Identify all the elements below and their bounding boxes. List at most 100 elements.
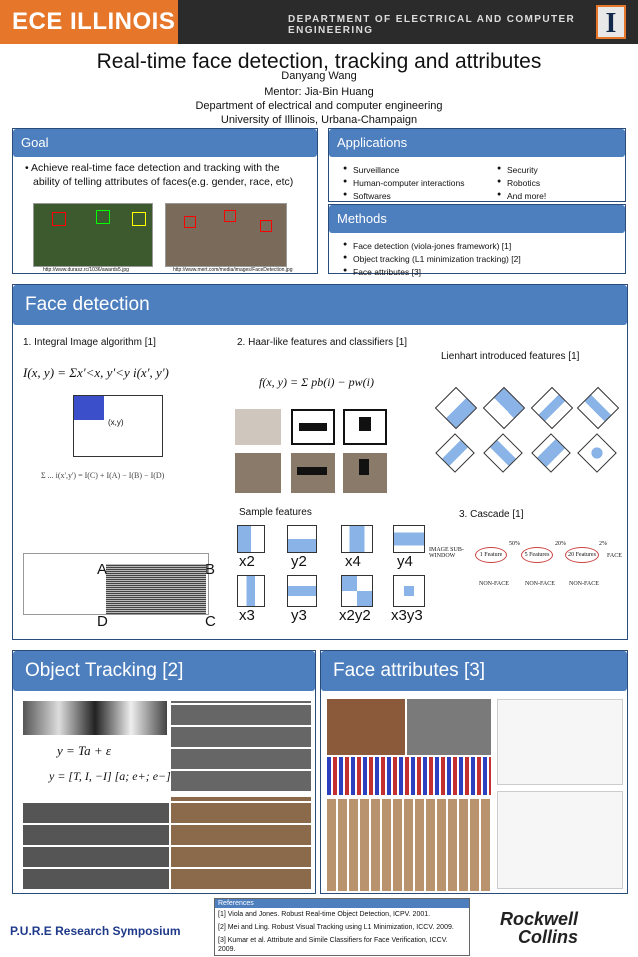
corner-b: B: [205, 561, 216, 578]
face-sample: [235, 409, 281, 445]
haar-formula: f(x, y) = Σ pb(i) − pw(i): [259, 375, 374, 389]
cascade-input: IMAGE SUB-WINDOW: [429, 547, 464, 559]
tracking-sequence-face: [171, 701, 311, 791]
symposium-label: P.U.R.E Research Symposium: [10, 924, 181, 938]
cascade-nonface: NON-FACE: [569, 581, 599, 587]
lienhart-features: [433, 385, 623, 475]
applications-panel: Applications Surveillance Human-computer…: [328, 128, 626, 202]
cascade-pct: 2%: [599, 541, 607, 547]
feature-y4: [393, 525, 425, 553]
abcd-diagram: [23, 553, 209, 615]
sample-features-label: Sample features: [239, 507, 312, 518]
face-box-icon: [132, 212, 146, 226]
feature-label: x4: [345, 553, 361, 570]
feature-label: x3y3: [391, 607, 423, 624]
illinois-i-logo: I: [596, 5, 626, 39]
template-strip: [23, 701, 167, 735]
face-box-icon: [260, 220, 272, 232]
corner-d: D: [97, 613, 108, 630]
cascade-face: FACE: [607, 553, 622, 559]
face-box-icon: [184, 216, 196, 228]
corner-a: A: [97, 561, 108, 578]
cascade-stage: 5 Features: [521, 547, 553, 563]
face-photo: [291, 453, 335, 493]
feature-label: y2: [291, 553, 307, 570]
references-title: References: [215, 899, 469, 908]
methods-title: Methods: [329, 205, 625, 233]
feature-label: x2y2: [339, 607, 371, 624]
feature-x2: [237, 525, 265, 553]
list-item: Robotics: [497, 178, 546, 188]
rotated-feature: [531, 433, 571, 473]
department: Department of electrical and computer en…: [195, 100, 443, 112]
goal-panel: Goal • Achieve real-time face detection …: [12, 128, 318, 274]
tracking-sequence-person: [171, 797, 311, 889]
verification-pipeline-diagram: [497, 791, 623, 889]
lienhart-label: Lienhart introduced features [1]: [441, 351, 580, 362]
integral-image-label: 1. Integral Image algorithm [1]: [23, 337, 156, 348]
haar-label: 2. Haar-like features and classifiers [1…: [237, 337, 408, 348]
rotated-feature: [435, 433, 475, 473]
cascade-stage: 20 Features: [565, 547, 599, 563]
abcd-region: [106, 564, 206, 614]
tracking-sequence-car: [23, 801, 169, 889]
feature-label: y4: [397, 553, 413, 570]
xy-label: (x,y): [108, 418, 124, 427]
haar-bar: [359, 417, 371, 431]
cascade-label: 3. Cascade [1]: [459, 509, 524, 520]
photo-url-2: http://www.mert.com/media/images/FaceDet…: [173, 267, 293, 273]
haar-overlay: [359, 459, 369, 475]
rotated-feature: [434, 386, 478, 430]
integral-region: [74, 396, 104, 420]
attribute-face-photo: [407, 699, 491, 755]
applications-list-left: Surveillance Human-computer interactions…: [343, 165, 465, 204]
attribute-pipeline-diagram: [497, 699, 623, 785]
object-tracking-title: Object Tracking [2]: [13, 651, 315, 691]
applications-list-right: Security Robotics And more!: [497, 165, 546, 204]
face-detection-title: Face detection: [13, 285, 627, 325]
goal-text: • Achieve real-time face detection and t…: [25, 162, 294, 188]
goal-title: Goal: [13, 129, 317, 157]
applications-title: Applications: [329, 129, 625, 157]
integral-formula: I(x, y) = Σx'<x, y'<y i(x', y'): [23, 365, 169, 380]
list-item: Softwares: [343, 191, 465, 201]
feature-x2y2: [341, 575, 373, 607]
sum-formula: Σ ... i(x',y') = I(C) + I(A) − I(B) − I(…: [41, 471, 165, 480]
department-banner: DEPARTMENT OF ELECTRICAL AND COMPUTER EN…: [288, 14, 576, 36]
cascade-pct: 50%: [509, 541, 520, 547]
reference-item: [2] Mei and Ling. Robust Visual Tracking…: [218, 924, 454, 931]
reference-item: [3] Kumar et al. Attribute and Simile Cl…: [218, 937, 448, 953]
list-item: And more!: [497, 191, 546, 201]
university: University of Illinois, Urbana-Champaign: [220, 114, 418, 126]
photo-url-1: http://www.durasz.rc/1036/awards5.jpg: [43, 267, 129, 273]
rotated-feature: [483, 433, 523, 473]
face-box-icon: [52, 212, 66, 226]
poster-title: Real-time face detection, tracking and a…: [96, 50, 542, 73]
feature-x3y3: [393, 575, 425, 607]
methods-panel: Methods Face detection (viola-jones fram…: [328, 204, 626, 277]
family-photo: [165, 203, 287, 267]
reference-item: [1] Viola and Jones. Robust Real-time Ob…: [218, 911, 431, 918]
face-detection-panel: Face detection 1. Integral Image algorit…: [12, 284, 628, 640]
list-item: Face attributes [3]: [343, 267, 521, 277]
cascade-pct: 20%: [555, 541, 566, 547]
cascade-diagram: IMAGE SUB-WINDOW 1 Feature 5 Features 20…: [429, 541, 625, 601]
mentor: Mentor: Jia-Bin Huang: [264, 86, 374, 98]
rockwell-collins-logo: Rockwell Collins: [500, 910, 578, 946]
haar-overlay: [297, 467, 327, 475]
face-photo: [235, 453, 281, 493]
rotated-feature: [482, 386, 526, 430]
sponsor-line-2: Collins: [518, 927, 579, 947]
cascade-nonface: NON-FACE: [479, 581, 509, 587]
sponsor-line-1: Rockwell: [500, 909, 579, 929]
list-item: Object tracking (L1 minimization trackin…: [343, 254, 521, 264]
feature-label: y3: [291, 607, 307, 624]
rotated-feature: [576, 386, 620, 430]
author: Danyang Wang: [281, 70, 357, 82]
feature-y3: [287, 575, 317, 607]
references-box: References [1] Viola and Jones. Robust R…: [214, 898, 470, 956]
feature-y2: [287, 525, 317, 553]
face-box-icon: [96, 210, 110, 224]
haar-feature-box: [291, 409, 335, 445]
attribute-bar-chart: [327, 757, 491, 795]
